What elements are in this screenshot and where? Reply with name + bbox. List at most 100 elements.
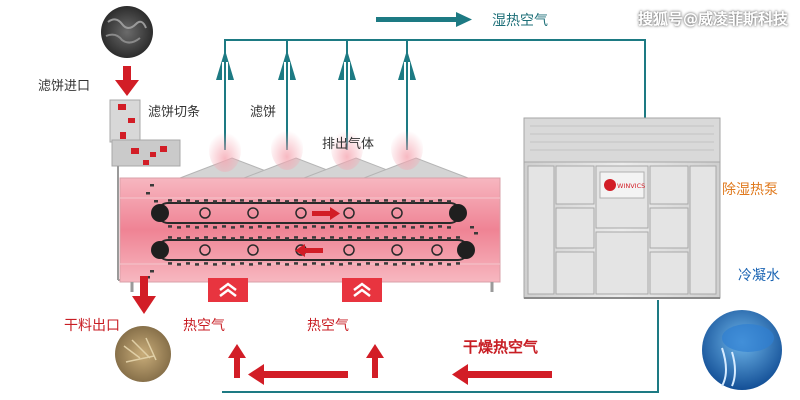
red-arrow-icon — [228, 344, 552, 385]
material-dot — [177, 226, 181, 229]
material-dot — [429, 263, 433, 266]
dry-outlet-label: 干料出口 — [64, 318, 120, 334]
material-dot — [249, 200, 253, 203]
material-dot — [231, 226, 235, 229]
humid-hot-air-label: 湿热空气 — [492, 13, 548, 29]
material-dot — [231, 263, 235, 266]
material-dot — [195, 226, 199, 229]
material-dot — [321, 237, 325, 240]
material-dot — [456, 262, 460, 265]
watermark: 搜狐号@威凌菲斯科技 — [637, 10, 788, 28]
material-dot — [294, 262, 298, 265]
material-dot — [339, 237, 343, 240]
cake-inlet-label: 滤饼进口 — [38, 79, 91, 94]
material-dot — [348, 199, 352, 202]
material-dot — [276, 199, 280, 202]
material-dot — [384, 225, 388, 228]
material-dot — [375, 226, 379, 229]
material-dot — [168, 262, 172, 265]
cake-cutting-label: 滤饼切条 — [148, 105, 201, 120]
heat-pump-label: 除湿热泵 — [722, 182, 778, 198]
material-dot — [339, 226, 343, 229]
material-dot — [375, 200, 379, 203]
teal-right-arrow-icon — [376, 12, 472, 27]
material-dot — [447, 200, 451, 203]
material-dot — [258, 262, 262, 265]
hot-air-right-label: 热空气 — [307, 318, 349, 334]
material-dot — [375, 263, 379, 266]
material-dot — [357, 237, 361, 240]
material-dot — [420, 262, 424, 265]
material-dot — [321, 200, 325, 203]
material-dot — [420, 225, 424, 228]
material-dot — [447, 263, 451, 266]
material-dot — [195, 200, 199, 203]
material-dot — [429, 237, 433, 240]
material-dot — [375, 237, 379, 240]
material-dot — [240, 236, 244, 239]
material-dot — [231, 200, 235, 203]
material-dot — [177, 237, 181, 240]
material-dot — [240, 199, 244, 202]
material-dot — [240, 262, 244, 265]
material-dot — [366, 199, 370, 202]
material-dot — [411, 226, 415, 229]
material-dot — [438, 225, 442, 228]
material-dot — [384, 262, 388, 265]
material-dot — [213, 226, 217, 229]
material-dot — [303, 263, 307, 266]
filter-cake-label: 滤饼 — [250, 105, 277, 120]
material-dot — [267, 226, 271, 229]
dry-product-photo — [115, 326, 171, 382]
return-duct — [222, 300, 659, 393]
teal-up-arrow-icon — [216, 50, 416, 80]
material-dot — [474, 232, 478, 235]
material-dot — [150, 270, 154, 273]
material-dot — [366, 262, 370, 265]
material-dot — [384, 236, 388, 239]
material-dot — [411, 237, 415, 240]
material-dot — [186, 262, 190, 265]
material-dot — [222, 225, 226, 228]
material-dot — [339, 263, 343, 266]
material-dot — [438, 262, 442, 265]
material-dot — [177, 263, 181, 266]
material-dot — [186, 236, 190, 239]
material-dot — [411, 263, 415, 266]
material-dot — [168, 199, 172, 202]
material-dot — [146, 192, 150, 195]
material-dot — [294, 225, 298, 228]
material-dot — [285, 263, 289, 266]
material-dot — [447, 226, 451, 229]
material-dot — [330, 199, 334, 202]
material-dot — [276, 225, 280, 228]
material-dot — [213, 263, 217, 266]
material-dot — [267, 200, 271, 203]
material-dot — [456, 236, 460, 239]
filter-cake-photo — [101, 6, 153, 58]
material-dot — [303, 237, 307, 240]
material-dot — [177, 200, 181, 203]
material-dot — [429, 226, 433, 229]
condensate-label: 冷凝水 — [738, 268, 780, 284]
material-dot — [348, 236, 352, 239]
material-dot — [249, 237, 253, 240]
discharge-arrow-icon — [132, 276, 156, 314]
material-dot — [303, 226, 307, 229]
exhaust-gas-label: 排出气体 — [322, 137, 375, 152]
material-dot — [267, 237, 271, 240]
material-dot — [470, 226, 474, 229]
material-dot — [154, 200, 158, 203]
red-down-arrow-icon — [115, 66, 139, 96]
material-dot — [213, 237, 217, 240]
material-dot — [348, 225, 352, 228]
material-dot — [384, 199, 388, 202]
material-dot — [249, 263, 253, 266]
material-dot — [294, 199, 298, 202]
brand-logo-text: WINVICS — [617, 182, 645, 190]
material-dot — [186, 199, 190, 202]
material-dot — [258, 225, 262, 228]
upper-conveyor-belt — [151, 202, 467, 224]
material-dot — [321, 226, 325, 229]
